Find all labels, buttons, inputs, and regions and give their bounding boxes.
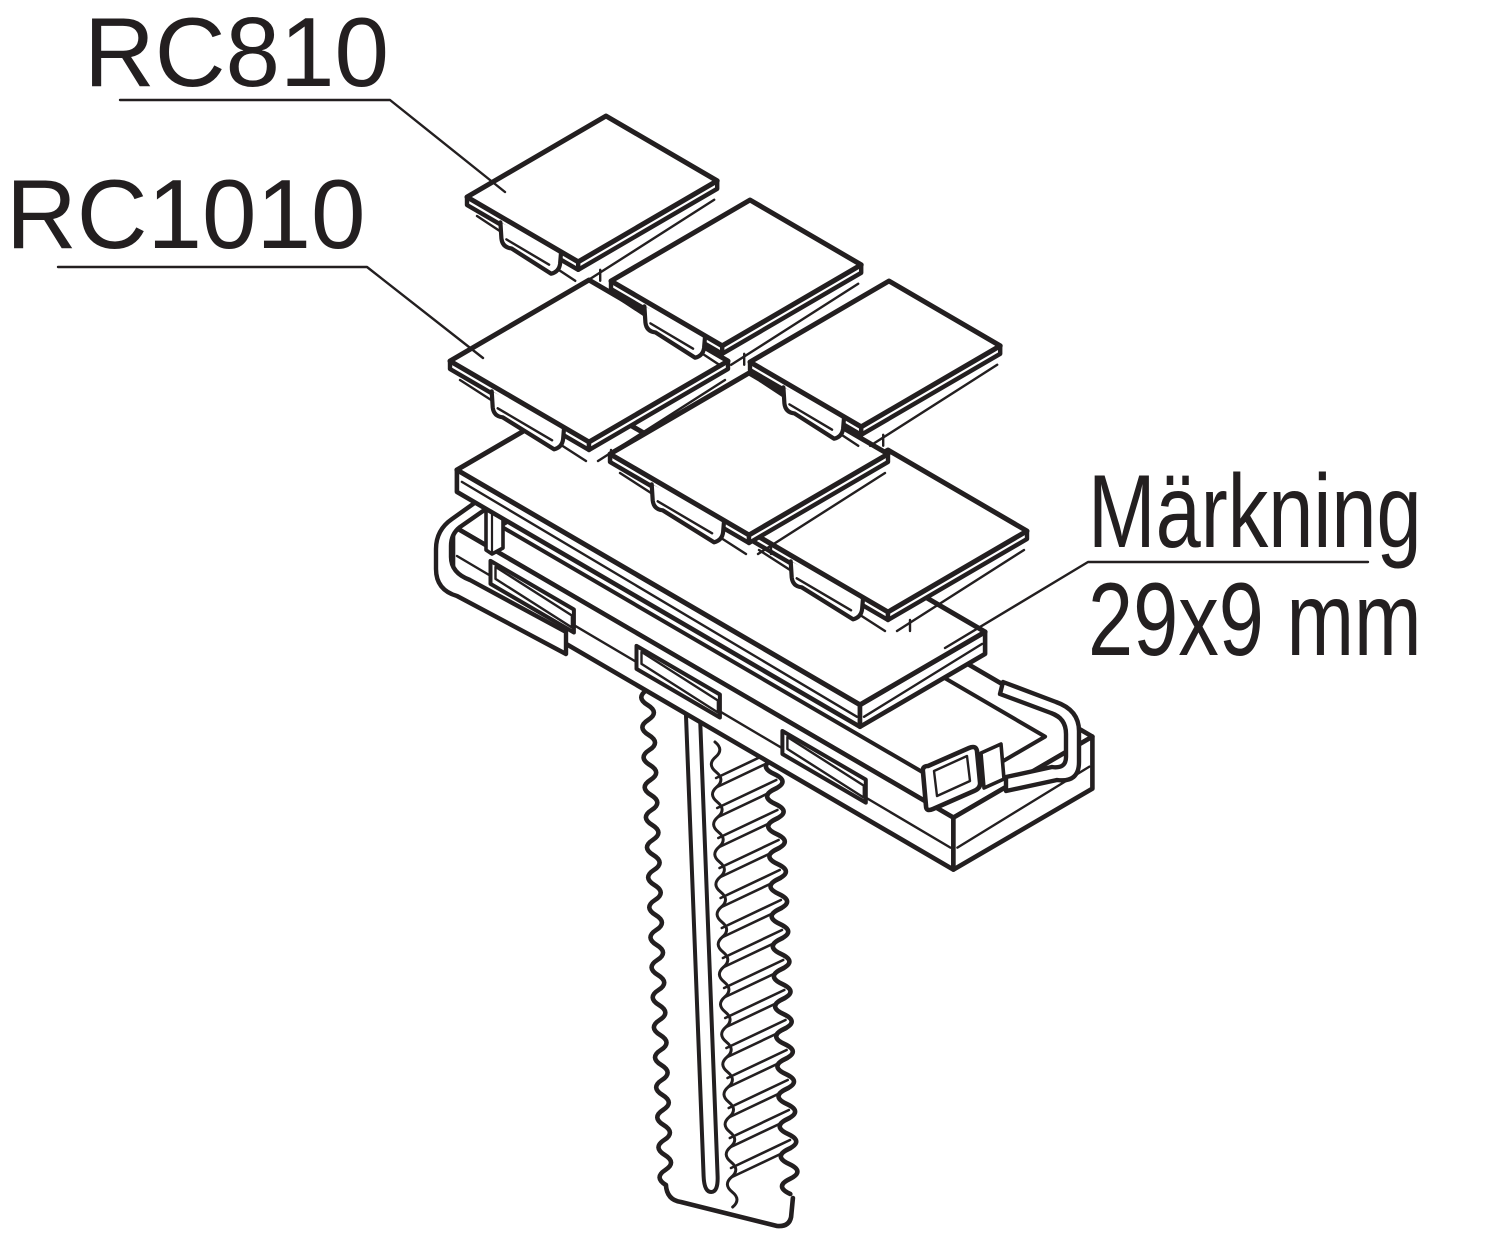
leader-lines [56,98,1370,650]
strap-tip [663,1182,796,1229]
marking-plate [454,394,988,730]
leader-marking [943,560,1370,650]
label-marking: Märkning [1088,454,1422,570]
tile-rc810-3 [747,278,1003,447]
holder-right-block-side [979,742,1006,790]
holder-slot-1 [488,558,576,635]
tile-rc810-1 [464,113,720,282]
holder-left-clip [433,484,569,657]
marker-tiles [447,113,1030,633]
label-marking-size: 29x9 mm [1088,562,1422,678]
strap-teeth [714,748,793,1179]
strap-slot [683,698,720,1194]
holder-slot-3 [780,729,868,805]
leader-rc1010 [56,265,485,360]
holder-right-clip [997,679,1082,794]
strap-serration-inner-edge [709,740,739,1209]
serrated-strap [639,687,800,1229]
leader-rc810 [118,98,507,194]
strap-left-edge [639,687,674,1188]
tile-rc810-2 [608,197,864,366]
holder-slot-2 [634,643,722,720]
label-rc1010: RC1010 [6,159,366,269]
label-rc810: RC810 [84,0,390,107]
